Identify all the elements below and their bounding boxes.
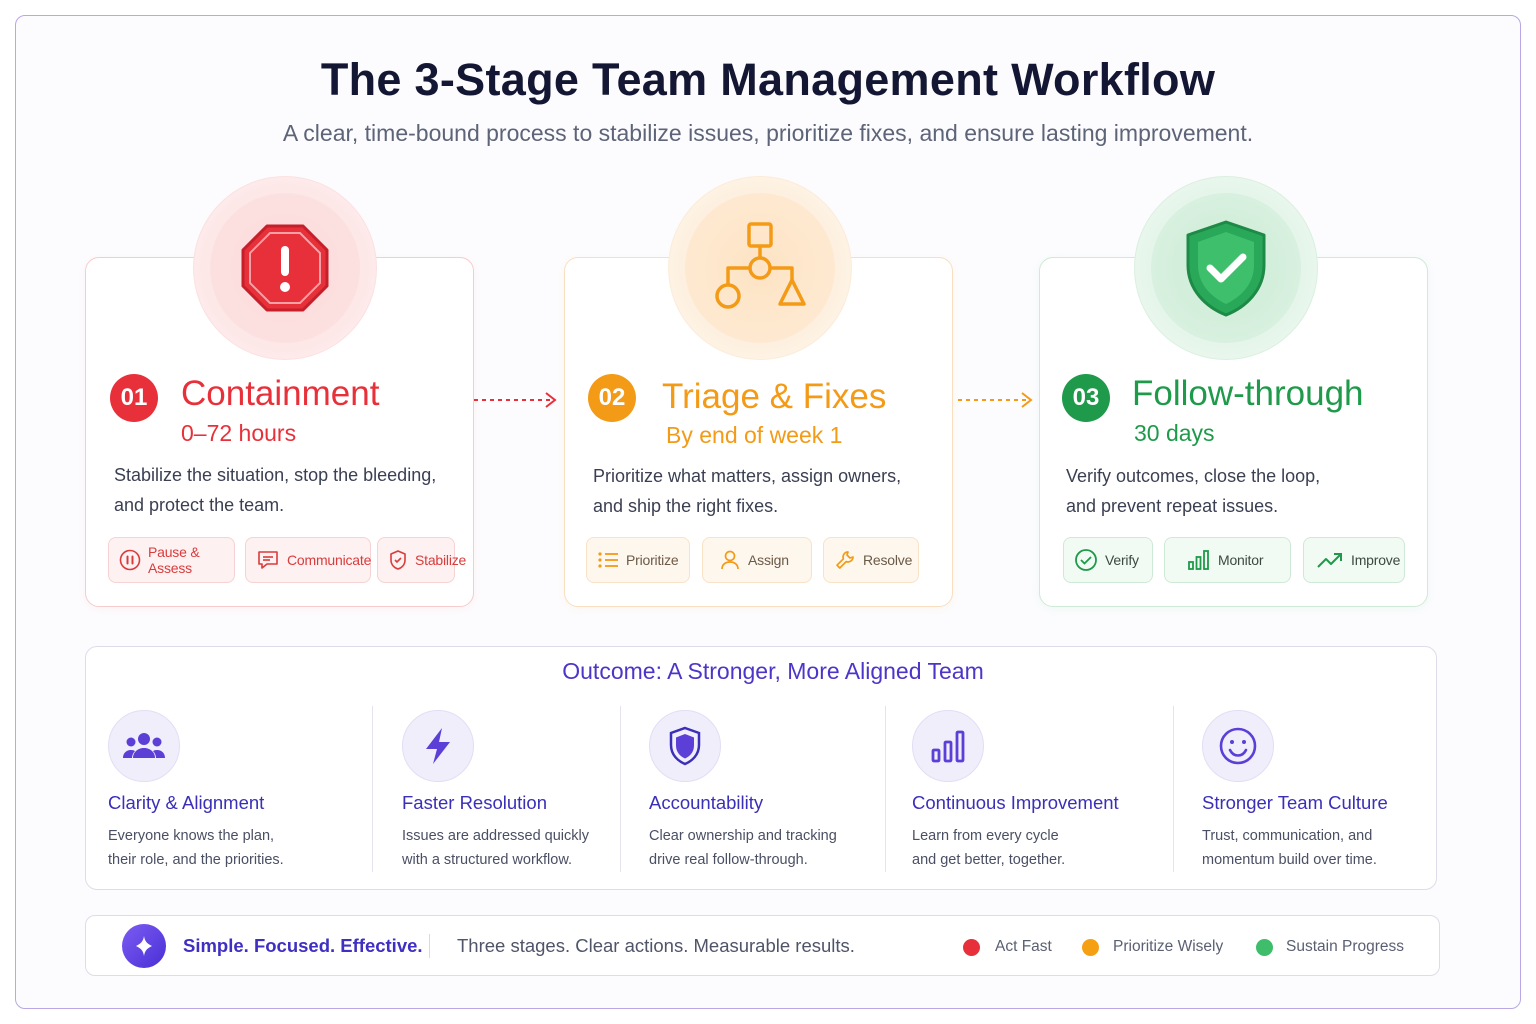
- shield-icon: [390, 550, 406, 570]
- legend-label: Prioritize Wisely: [1113, 938, 1224, 955]
- chat-icon: [258, 551, 278, 569]
- stop-alert-icon: [241, 224, 329, 312]
- stage-icon-halo-follow-through: [1134, 176, 1318, 360]
- chip-label: Stabilize: [415, 552, 467, 568]
- chip-pause-assess[interactable]: Pause & Assess: [108, 537, 235, 583]
- divider: [620, 706, 621, 872]
- outcome-item-accountability: Accountability Clear ownership and track…: [649, 710, 837, 868]
- page-title: The 3-Stage Team Management Workflow: [320, 54, 1216, 105]
- bar-chart-icon: [1188, 550, 1209, 570]
- bar-chart-icon: [931, 730, 965, 763]
- legend-dot-orange: [1082, 939, 1099, 956]
- outcome-item-clarity: Clarity & Alignment Everyone knows the p…: [108, 710, 284, 868]
- chip-label: Assign: [748, 552, 789, 568]
- trend-up-icon: [1317, 553, 1342, 568]
- chip-monitor[interactable]: Monitor: [1164, 537, 1291, 583]
- outcome-title: Outcome: A Stronger, More Aligned Team: [562, 658, 984, 684]
- wrench-icon: [836, 551, 854, 569]
- stage-number-badge: 03: [1062, 374, 1110, 422]
- chip-label: Improve: [1351, 552, 1401, 568]
- team-icon: [123, 733, 165, 758]
- outcome-item-faster-resolution: Faster Resolution Issues are addressed q…: [402, 710, 589, 868]
- chip-label: Resolve: [863, 552, 913, 568]
- stage-icon-halo-triage: [668, 176, 852, 360]
- stage-description: Stabilize the situation, stop the bleedi…: [114, 465, 437, 515]
- stage-number-badge: 02: [588, 374, 636, 422]
- stage-timeframe: 0–72 hours: [181, 420, 297, 446]
- legend-label: Sustain Progress: [1286, 938, 1405, 955]
- chip-assign[interactable]: Assign: [702, 537, 812, 583]
- stage-title: Follow-through: [1132, 374, 1364, 413]
- stage-timeframe: 30 days: [1134, 420, 1215, 446]
- chip-resolve[interactable]: Resolve: [823, 537, 919, 583]
- divider: [429, 934, 430, 958]
- stage-number-badge: 01: [110, 374, 158, 422]
- outcome-item-title: Stronger Team Culture: [1202, 792, 1388, 813]
- footer-tagline: Simple. Focused. Effective.: [183, 935, 423, 956]
- hierarchy-icon: [715, 222, 806, 309]
- pause-icon: [119, 549, 141, 571]
- stage-description: Verify outcomes, close the loop,and prev…: [1066, 466, 1321, 516]
- chip-label: Verify: [1105, 552, 1139, 568]
- chip-stabilize[interactable]: Stabilize: [377, 537, 466, 583]
- stage-timeframe: By end of week 1: [666, 422, 843, 448]
- outcome-item-title: Continuous Improvement: [912, 792, 1119, 813]
- outcome-item-continuous-improvement: Continuous Improvement Learn from every …: [912, 710, 1119, 868]
- legend-label: Act Fast: [995, 938, 1052, 955]
- outcome-item-team-culture: Stronger Team Culture Trust, communicati…: [1202, 710, 1388, 868]
- chip-label: Communicate: [287, 552, 372, 568]
- smiley-icon: [1219, 727, 1257, 765]
- chip-communicate[interactable]: Communicate: [245, 537, 371, 583]
- list-icon: [598, 552, 618, 568]
- chip-label: Monitor: [1218, 552, 1264, 568]
- check-circle-icon: [1075, 549, 1097, 571]
- legend-dot-green: [1256, 939, 1273, 956]
- shield-check-icon: [1186, 220, 1266, 317]
- divider: [372, 706, 373, 872]
- outcome-item-title: Clarity & Alignment: [108, 792, 265, 813]
- chip-label: Prioritize: [626, 552, 679, 568]
- footer-bar: [85, 915, 1440, 976]
- flow-arrow-1: [474, 392, 557, 408]
- page-subtitle: A clear, time-bound process to stabilize…: [282, 120, 1254, 146]
- outcome-item-description: Everyone knows the plan,their role, and …: [108, 828, 284, 868]
- lightning-icon: [426, 728, 450, 764]
- outcome-item-title: Accountability: [649, 792, 764, 813]
- stage-title: Triage & Fixes: [662, 377, 887, 416]
- shield-icon: [669, 726, 701, 766]
- divider: [885, 706, 886, 872]
- outcome-item-title: Faster Resolution: [402, 792, 547, 813]
- stage-title: Containment: [181, 374, 380, 413]
- footer-text: Three stages. Clear actions. Measurable …: [457, 935, 855, 956]
- chip-improve[interactable]: Improve: [1303, 537, 1405, 583]
- stage-description: Prioritize what matters, assign owners,a…: [593, 466, 902, 516]
- sparkle-icon: [122, 924, 166, 968]
- chip-prioritize[interactable]: Prioritize: [586, 537, 690, 583]
- flow-arrow-2: [958, 392, 1033, 408]
- chip-label: Pause & Assess: [148, 544, 200, 576]
- chip-verify[interactable]: Verify: [1063, 537, 1153, 583]
- legend-dot-red: [963, 939, 980, 956]
- user-icon: [721, 550, 739, 570]
- stage-icon-halo-containment: [193, 176, 377, 360]
- divider: [1173, 706, 1174, 872]
